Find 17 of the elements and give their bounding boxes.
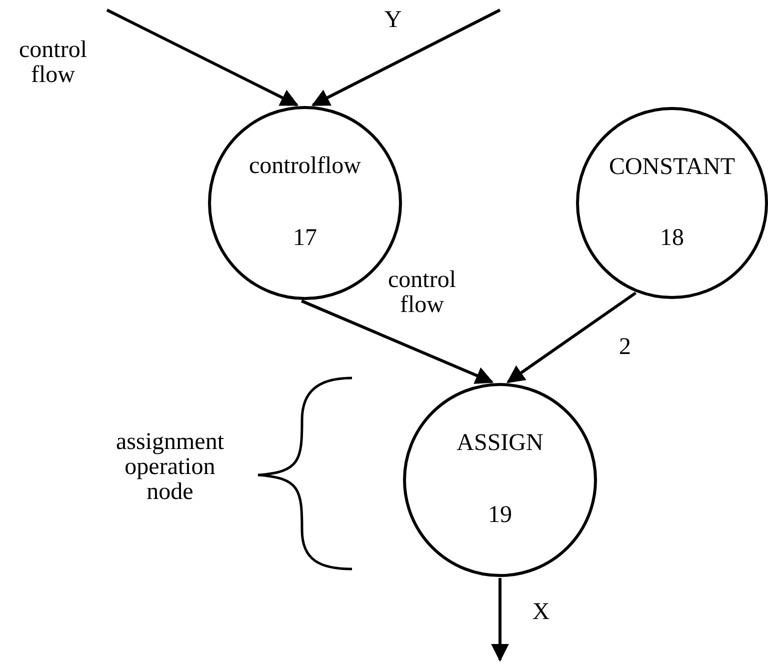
edge-label: Y [383,8,403,34]
edge-label: control flow [18,38,88,88]
node-name: controlflow [248,153,362,180]
arrow [301,300,494,384]
node-number: 19 [487,502,513,528]
arrow [506,292,637,384]
annotation-label: assignment operation node [115,430,225,506]
node-number: 18 [659,224,685,251]
edge-label: X [531,600,551,626]
node-name: ASSIGN [456,430,544,457]
node-name: CONSTANT [608,154,736,180]
node-number: 17 [292,224,318,252]
arrow [311,8,501,106]
edge-label: control flow [387,268,457,318]
arrow [491,578,509,662]
edge-label: 2 [618,335,632,360]
arrow [106,8,299,106]
